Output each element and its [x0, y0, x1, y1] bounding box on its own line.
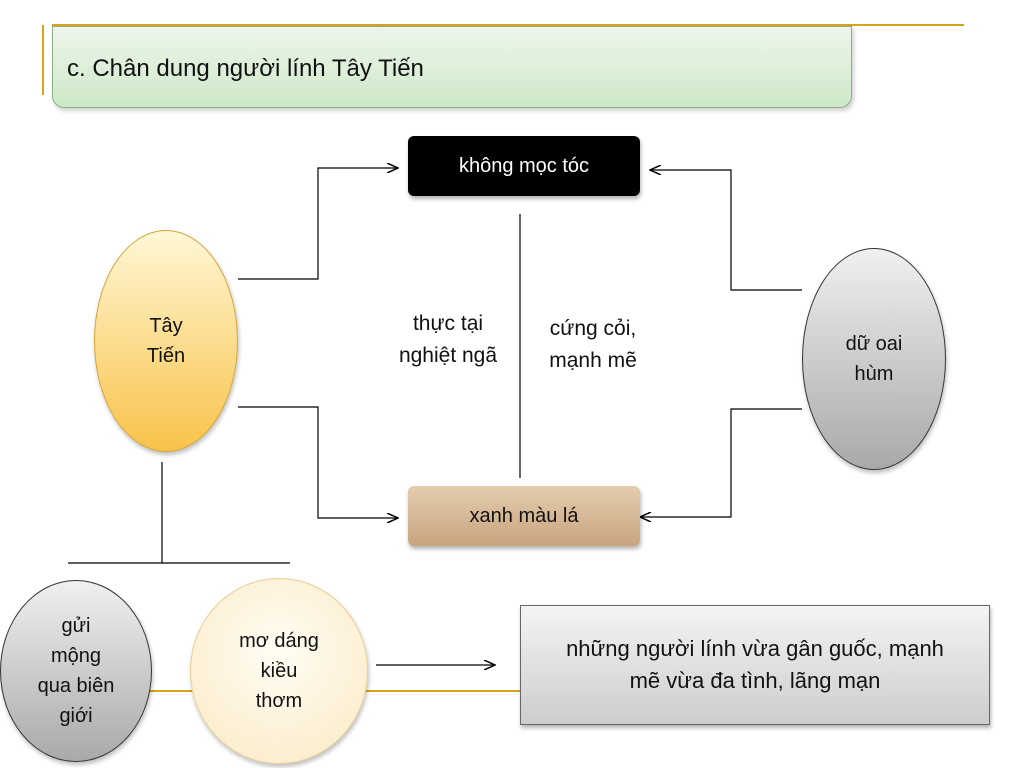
node-tay-tien-line-2: Tiến [146, 345, 186, 367]
label-thuc-tai-line-2: nghiệt ngã [398, 344, 498, 367]
title-banner: c. Chân dung người lính Tây Tiến [52, 26, 852, 108]
arrow-du-to-xanh [640, 408, 802, 517]
node-khong-moc-toc-label: không mọc tóc [458, 154, 590, 177]
node-gui-mong-line-3: qua biên [37, 675, 115, 697]
node-mo-dang-line-2: kiều [260, 660, 298, 682]
node-gui-mong: gửi mộng qua biên giới [0, 580, 152, 762]
node-du-oai-hum-line-2: hùm [854, 363, 894, 385]
node-conclusion-line-2: mẽ vừa đa tình, lãng mạn [629, 668, 881, 693]
node-du-oai-hum: dữ oai hùm [802, 248, 946, 470]
node-mo-dang-line-1: mơ dáng [239, 630, 319, 652]
node-tay-tien-line-1: Tây [149, 315, 183, 337]
arrow-tay-to-xanh [238, 406, 398, 518]
node-conclusion-line-1: những người lính vừa gân guốc, mạnh [566, 636, 944, 661]
page-title: c. Chân dung người lính Tây Tiến [67, 55, 424, 82]
node-xanh-mau-la: xanh màu lá [408, 486, 640, 546]
arrow-du-to-khong [650, 170, 802, 291]
node-tay-tien: Tây Tiến [94, 230, 238, 452]
label-cung-coi-line-1: cứng cỏi, [549, 317, 637, 340]
node-mo-dang-line-3: thơm [255, 690, 303, 712]
node-xanh-mau-la-label: xanh màu lá [469, 504, 579, 527]
node-gui-mong-line-1: gửi [61, 615, 91, 637]
node-gui-mong-line-2: mộng [50, 645, 102, 667]
arrow-tay-to-khong [238, 168, 398, 280]
node-khong-moc-toc: không mọc tóc [408, 136, 640, 196]
node-mo-dang: mơ dáng kiều thơm [190, 578, 368, 764]
label-thuc-tai-line-1: thực tại [412, 312, 484, 335]
label-cung-coi: cứng cỏi, mạnh mẽ [526, 313, 660, 377]
label-thuc-tai: thực tại nghiệt ngã [384, 308, 512, 372]
node-conclusion: những người lính vừa gân guốc, mạnh mẽ v… [520, 605, 990, 725]
node-gui-mong-line-4: giới [59, 705, 93, 727]
node-du-oai-hum-line-1: dữ oai [845, 333, 903, 355]
label-cung-coi-line-2: mạnh mẽ [549, 349, 637, 372]
